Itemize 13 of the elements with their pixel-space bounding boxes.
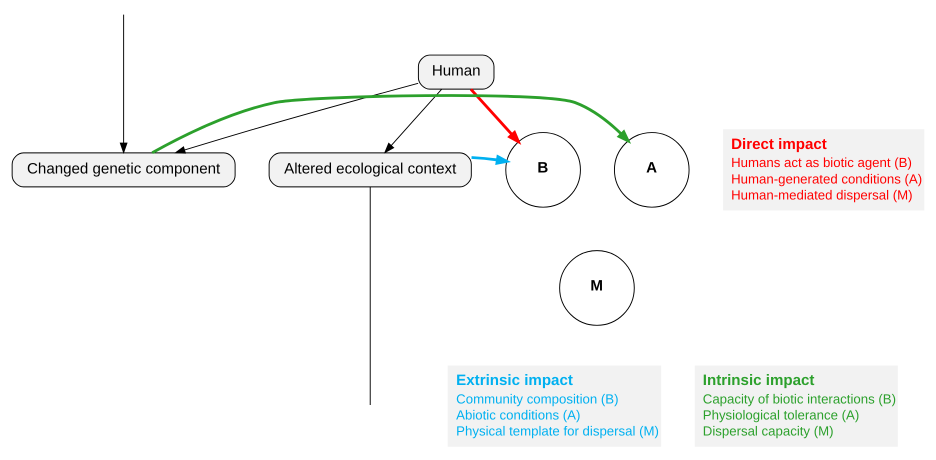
- node-box: Human: [418, 54, 494, 90]
- arrow: [384, 88, 442, 154]
- arrow: [471, 154, 511, 165]
- arrow: [174, 82, 419, 154]
- node-circle: M: [559, 250, 635, 326]
- arrow: [470, 88, 522, 145]
- node-box: Altered ecological context: [268, 152, 472, 188]
- node-circle: B: [505, 132, 581, 208]
- node-box: Changed genetic component: [12, 152, 236, 188]
- node-circle: A: [614, 132, 690, 208]
- arrow: [120, 14, 128, 154]
- arrow: [152, 94, 632, 154]
- connector: [370, 186, 371, 406]
